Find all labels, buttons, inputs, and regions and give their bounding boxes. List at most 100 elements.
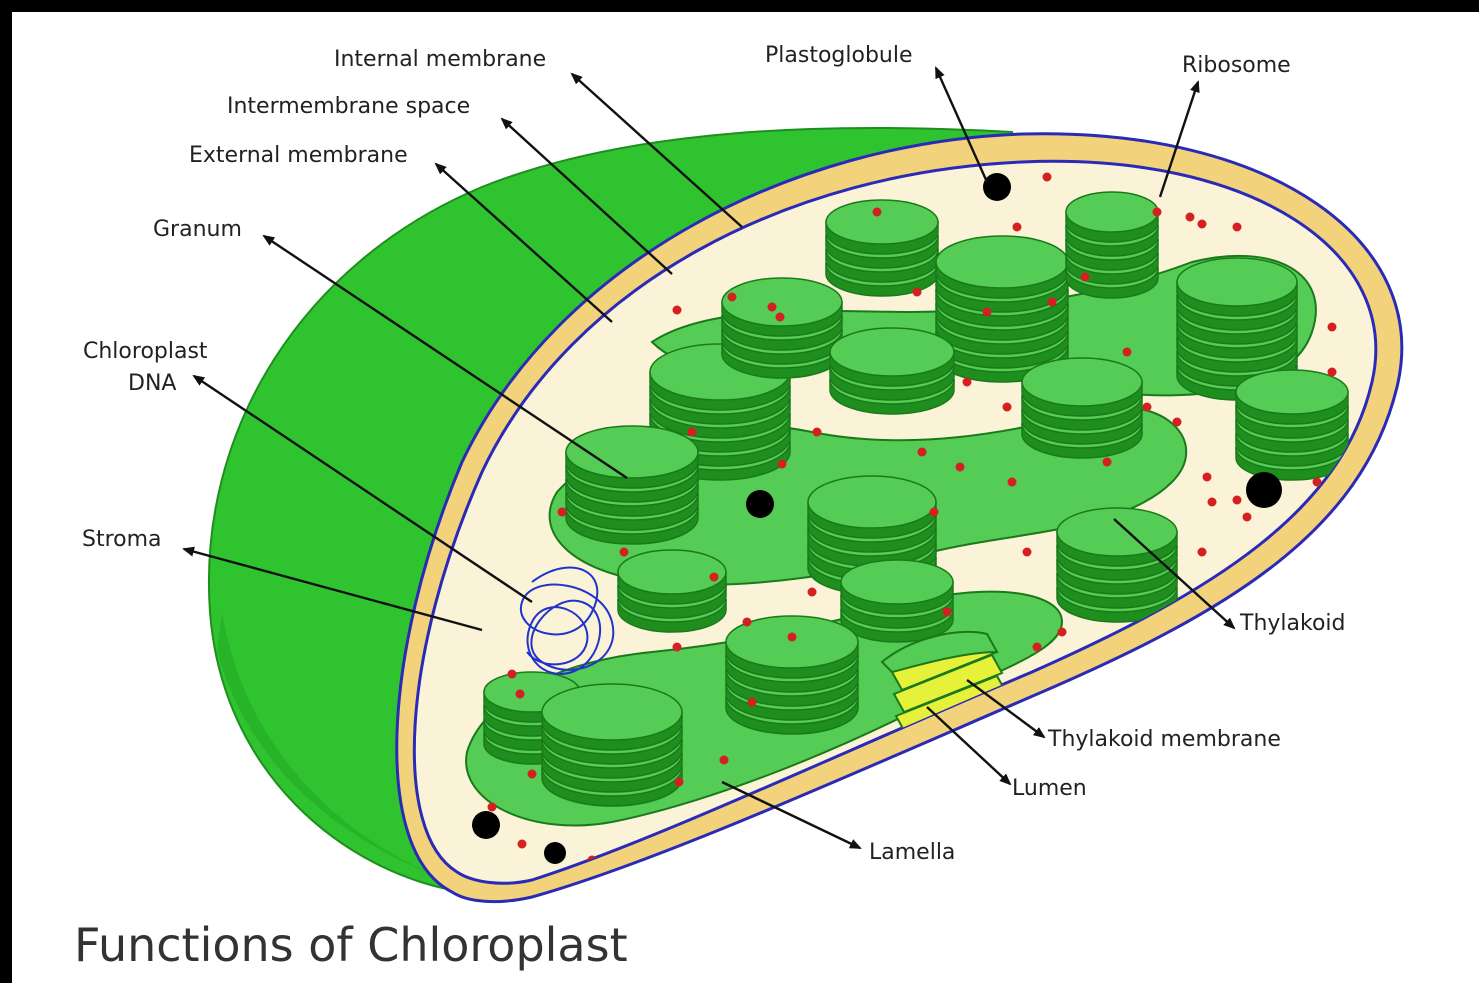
label-intermembrane-space: Intermembrane space xyxy=(227,94,470,119)
ribosome-dot xyxy=(1328,323,1337,332)
ribosome-dot xyxy=(930,508,939,517)
granum-stack xyxy=(1057,508,1177,622)
ribosome-dot xyxy=(1233,496,1242,505)
ribosome-dot xyxy=(1103,458,1112,467)
thylakoid-disc xyxy=(1177,258,1297,306)
ribosome-dot xyxy=(1008,478,1017,487)
ribosome-dot xyxy=(1123,348,1132,357)
granum-stack xyxy=(542,684,682,806)
thylakoid-disc xyxy=(936,236,1068,288)
ribosome-dot xyxy=(558,508,567,517)
thylakoid-disc xyxy=(1057,508,1177,556)
thylakoid-disc xyxy=(618,550,726,594)
ribosome-dot xyxy=(776,313,785,322)
ribosome-dot xyxy=(1328,368,1337,377)
ribosome-dot xyxy=(1153,208,1162,217)
ribosome-dot xyxy=(1173,418,1182,427)
label-chloroplast-dna-line1: Chloroplast xyxy=(83,339,208,364)
thylakoid-disc xyxy=(1236,370,1348,414)
granum-stack xyxy=(826,200,938,296)
ribosome-dot xyxy=(1198,220,1207,229)
granum-stack xyxy=(566,426,698,544)
ribosome-dot xyxy=(620,548,629,557)
plastoglobule xyxy=(746,490,774,518)
ribosome-dot xyxy=(1033,643,1042,652)
page-title: Functions of Chloroplast xyxy=(74,918,628,972)
thylakoid-disc xyxy=(566,426,698,478)
ribosome-dot xyxy=(1208,498,1217,507)
label-granum: Granum xyxy=(153,217,242,242)
ribosome-dot xyxy=(1003,403,1012,412)
ribosome-dot xyxy=(983,308,992,317)
granum-stack xyxy=(618,550,726,632)
thylakoid-disc xyxy=(542,684,682,740)
ribosome-dot xyxy=(768,303,777,312)
label-internal-membrane: Internal membrane xyxy=(334,47,546,72)
ribosome-dot xyxy=(913,288,922,297)
thylakoid-disc xyxy=(841,560,953,604)
ribosome-dot xyxy=(1198,548,1207,557)
granum-stack xyxy=(830,328,954,414)
granum-stack xyxy=(841,560,953,642)
granum-stack xyxy=(1236,370,1348,480)
ribosome-dot xyxy=(743,618,752,627)
thylakoid-disc xyxy=(808,476,936,528)
ribosome-dot xyxy=(778,460,787,469)
thylakoid-disc xyxy=(830,328,954,376)
label-plastoglobule: Plastoglobule xyxy=(765,43,913,68)
label-external-membrane: External membrane xyxy=(189,143,408,168)
ribosome-dot xyxy=(1313,478,1322,487)
ribosome-dot xyxy=(673,643,682,652)
ribosome-dot xyxy=(1233,223,1242,232)
ribosome-dot xyxy=(1203,473,1212,482)
granum-stack xyxy=(936,236,1068,382)
plastoglobule xyxy=(472,811,500,839)
label-lamella: Lamella xyxy=(869,840,955,865)
ribosome-dot xyxy=(488,803,497,812)
ribosome-dot xyxy=(1186,213,1195,222)
ribosome-dot xyxy=(813,428,822,437)
ribosome-dot xyxy=(673,306,682,315)
label-ribosome: Ribosome xyxy=(1182,53,1291,78)
ribosome-dot xyxy=(528,770,537,779)
ribosome-dot xyxy=(873,208,882,217)
thylakoid-disc xyxy=(826,200,938,244)
ribosome-dot xyxy=(1048,298,1057,307)
granum-stack xyxy=(722,278,842,378)
ribosome-dot xyxy=(728,293,737,302)
ribosome-dot xyxy=(788,633,797,642)
plastoglobule xyxy=(544,842,566,864)
thylakoid-disc xyxy=(1066,192,1158,232)
label-chloroplast-dna-line2: DNA xyxy=(128,371,176,396)
label-lumen: Lumen xyxy=(1012,776,1087,801)
thylakoid-disc xyxy=(1022,358,1142,406)
ribosome-dot xyxy=(1058,628,1067,637)
ribosome-dot xyxy=(943,608,952,617)
ribosome-dot xyxy=(918,448,927,457)
ribosome-dot xyxy=(1081,273,1090,282)
ribosome-dot xyxy=(1013,223,1022,232)
ribosome-dot xyxy=(688,428,697,437)
granum-stack xyxy=(1066,192,1158,298)
chloroplast-diagram: Internal membrane Intermembrane space Ex… xyxy=(12,12,1479,983)
ribosome-dot xyxy=(808,588,817,597)
ribosome-dot xyxy=(1143,403,1152,412)
label-stroma: Stroma xyxy=(82,527,162,552)
label-thylakoid: Thylakoid xyxy=(1239,611,1346,636)
plastoglobule xyxy=(1246,472,1282,508)
ribosome-dot xyxy=(516,690,525,699)
label-thylakoid-membrane: Thylakoid membrane xyxy=(1047,727,1281,752)
ribosome-dot xyxy=(675,778,684,787)
ribosome-dot xyxy=(1043,173,1052,182)
ribosome-dot xyxy=(518,840,527,849)
ribosome-dot xyxy=(1243,513,1252,522)
granum-stack xyxy=(1022,358,1142,458)
ribosome-dot xyxy=(1023,548,1032,557)
diagram-frame: Internal membrane Intermembrane space Ex… xyxy=(12,12,1479,983)
ribosome-dot xyxy=(508,670,517,679)
ribosome-dot xyxy=(720,756,729,765)
ribosome-dot xyxy=(963,378,972,387)
ribosome-dot xyxy=(748,698,757,707)
ribosome-dot xyxy=(710,573,719,582)
ribosome-dot xyxy=(956,463,965,472)
